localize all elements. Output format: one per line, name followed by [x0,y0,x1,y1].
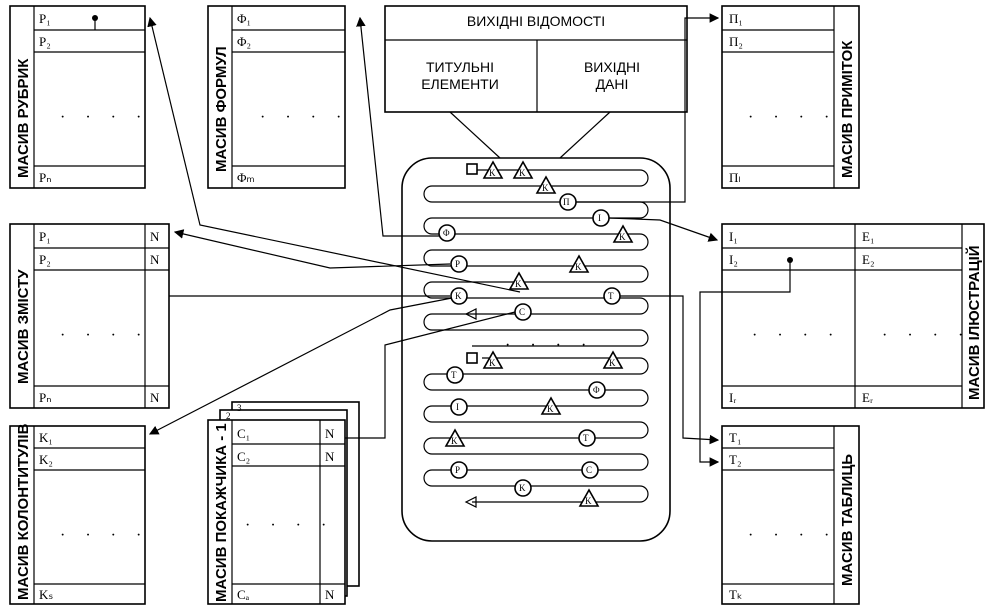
element-markers: П I Φ P K T C T Φ I T P C K [438,193,621,497]
svg-text:T: T [451,370,457,380]
source-data-line1: ВИХІДНІ [584,59,640,75]
svg-text:E₂: E₂ [862,252,874,267]
svg-text:E₁: E₁ [862,229,874,244]
svg-text:Пₗ: Пₗ [729,170,741,185]
svg-text:· · · ·: · · · · [60,327,149,344]
svg-text:· · · ·: · · · · [882,327,971,344]
svg-text:П: П [563,197,570,207]
svg-text:I: I [598,213,601,223]
index-array-title: МАСИВ ПОКАЖЧИКА - 1 [213,423,230,602]
title-elements-line1: ТИТУЛЬНІ [426,59,494,75]
svg-text:K: K [585,496,592,506]
svg-text:K: K [619,232,626,242]
svg-text:K: K [489,358,496,368]
svg-text:Tₖ: Tₖ [729,587,742,602]
running-titles-array: K₁ K₂ Kₛ · · · · МАСИВ КОЛОНТИТУЛІВ [9,423,149,605]
svg-text:· · · ·: · · · · [60,109,149,126]
svg-text:П₂: П₂ [729,34,743,49]
svg-text:Iᵣ: Iᵣ [729,390,736,405]
svg-text:N: N [150,390,160,405]
formulas-array-title: МАСИВ ФОРМУЛ [213,46,230,172]
svg-text:T₁: T₁ [729,430,741,445]
svg-text:Eᵣ: Eᵣ [862,390,873,405]
svg-text:Φ₂: Φ₂ [237,34,251,49]
svg-text:P₂: P₂ [39,252,51,267]
svg-text:C₂: C₂ [237,449,250,464]
svg-text:C₁: C₁ [237,426,250,441]
title-elements-line2: ЕЛЕМЕНТИ [421,76,499,92]
svg-text:N: N [150,229,160,244]
svg-text:K: K [547,404,554,414]
running-titles-array-title: МАСИВ КОЛОНТИТУЛІВ [15,423,32,600]
svg-text:Pₙ: Pₙ [39,170,51,185]
index-array: 3 2 C₁ C₂ Cₐ N N N · · · · МАСИВ ПОКАЖЧИ… [207,401,360,605]
svg-text:I₂: I₂ [729,252,738,267]
svg-text:2: 2 [226,411,231,421]
svg-text:K: K [542,183,549,193]
svg-text:T: T [608,291,614,301]
contents-array: P₁ P₂ Pₙ N N N · · · · МАСИВ ЗМІСТУ [9,223,170,409]
svg-text:K: K [515,279,522,289]
tables-array: T₁ T₂ Tₖ · · · · МАСИВ ТАБЛИЦЬ [721,425,860,605]
source-info-header: ВИХІДНІ ВІДОМОСТІ ТИТУЛЬНІ ЕЛЕМЕНТИ ВИХІ… [384,5,688,159]
svg-text:I: I [456,402,459,412]
svg-text:Φ₁: Φ₁ [237,11,251,26]
document-scheme: · · · · K K K K K K K K K K K П I Φ P K … [401,157,671,542]
svg-text:· · · ·: · · · · [748,109,837,126]
svg-text:P₁: P₁ [39,229,51,244]
svg-text:P: P [455,465,460,475]
svg-text:P₂: P₂ [39,34,51,49]
source-info-title: ВИХІДНІ ВІДОМОСТІ [467,13,605,29]
svg-text:· · · ·: · · · · [752,327,841,344]
svg-text:N: N [325,426,335,441]
svg-text:· · · ·: · · · · [260,109,349,126]
tables-array-title: МАСИВ ТАБЛИЦЬ [839,454,856,586]
svg-text:K: K [609,358,616,368]
svg-text:N: N [325,587,335,602]
svg-text:T: T [583,433,589,443]
illustrations-array-title: МАСИВ ІЛЮСТРАЦІЙ [965,245,983,400]
svg-text:K: K [519,168,526,178]
svg-text:Pₙ: Pₙ [39,390,51,405]
rubrics-array: P₁ P₂ Pₙ · · · · МАСИВ РУБРИК [9,5,149,189]
svg-text:P₁: P₁ [39,11,51,26]
svg-text:· · · ·: · · · · [748,527,837,544]
svg-text:П₁: П₁ [729,11,743,26]
svg-text:K: K [489,168,496,178]
svg-text:K: K [519,483,526,493]
scheme-ellipsis: · · · · [505,337,594,354]
notes-array: П₁ П₂ Пₗ · · · · МАСИВ ПРИМІТОК [721,5,860,189]
source-data-line2: ДАНІ [596,76,629,92]
svg-text:K₂: K₂ [39,452,53,467]
svg-text:· · · ·: · · · · [245,517,334,534]
contents-array-title: МАСИВ ЗМІСТУ [15,269,32,384]
running-title-markers: K K K K K K K K K K K [444,160,634,507]
svg-text:· · · ·: · · · · [60,527,149,544]
svg-text:Φ: Φ [593,385,600,395]
formulas-array: Φ₁ Φ₂ Φₘ · · · · МАСИВ ФОРМУЛ [207,5,349,189]
svg-text:C: C [519,307,525,317]
svg-text:P: P [455,259,460,269]
svg-text:K: K [451,436,458,446]
connectors [92,13,793,467]
svg-text:Φₘ: Φₘ [237,170,255,185]
svg-text:K₁: K₁ [39,430,53,445]
rubrics-array-title: МАСИВ РУБРИК [15,58,32,178]
svg-text:Cₐ: Cₐ [237,587,250,602]
svg-text:C: C [586,465,592,475]
svg-text:3: 3 [237,403,242,413]
notes-array-title: МАСИВ ПРИМІТОК [839,40,856,178]
svg-text:Kₛ: Kₛ [39,587,53,602]
illustrations-array: I₁ I₂ Iᵣ E₁ E₂ Eᵣ · · · · · · · · МАСИВ … [721,223,985,409]
svg-text:I₁: I₁ [729,229,738,244]
svg-text:N: N [325,449,335,464]
svg-text:T₂: T₂ [729,452,741,467]
svg-text:K: K [455,291,462,301]
svg-text:K: K [575,262,582,272]
svg-text:N: N [150,252,160,267]
svg-text:Φ: Φ [443,228,450,238]
